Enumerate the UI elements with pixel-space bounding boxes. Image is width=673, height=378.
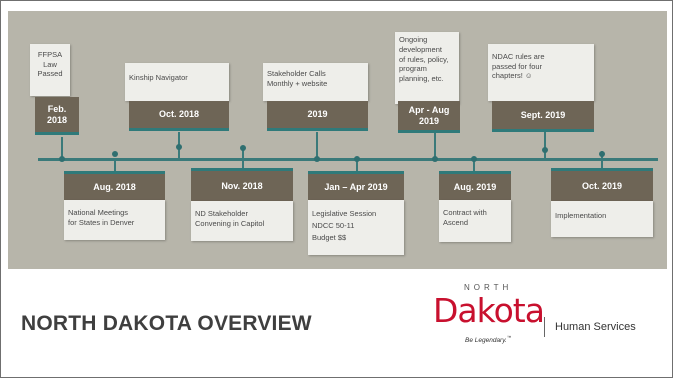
connector-aug-2019 <box>473 159 475 175</box>
milestone-date-sept-2019: Sept. 2019 <box>492 101 594 132</box>
dot-oct-2018 <box>176 144 182 150</box>
dot-aug-2018 <box>112 151 118 157</box>
milestone-note-aug-2018: National Meetings for States in Denver <box>64 200 165 240</box>
milestone-date-nov-2018: Nov. 2018 <box>191 168 293 201</box>
logo-tagline-text: Be Legendary. <box>465 337 507 345</box>
dot-nov-2018 <box>240 145 246 151</box>
dot-feb-2018 <box>59 156 65 162</box>
milestone-note-2019: Stakeholder Calls Monthly + website <box>263 63 368 101</box>
dot-2019 <box>314 156 320 162</box>
milestone-date-oct-2018: Oct. 2018 <box>129 101 229 131</box>
milestone-note-feb-2018: FFPSA Law Passed <box>30 44 70 96</box>
milestone-note-apr-aug-2019: Ongoing development of rules, policy, pr… <box>395 32 459 104</box>
dot-sept-2019 <box>542 147 548 153</box>
connector-aug-2018 <box>114 159 116 175</box>
milestone-note-oct-2018: Kinship Navigator <box>125 63 229 101</box>
slide-title: NORTH DAKOTA OVERVIEW <box>21 312 312 335</box>
timeline-axis <box>38 158 658 161</box>
milestone-note-jan-apr-2019: Legislative Session NDCC 50-11 Budget $$ <box>308 200 404 255</box>
milestone-date-oct-2019: Oct. 2019 <box>551 168 653 201</box>
logo-divider <box>544 317 545 337</box>
logo-north-text: NORTH <box>464 283 513 292</box>
milestone-note-aug-2019: Contract with Ascend <box>439 200 511 242</box>
milestone-note-nov-2018: ND Stakeholder Convening in Capitol <box>191 201 293 241</box>
logo-tagline: Be Legendary.™ <box>465 335 511 344</box>
milestone-date-apr-aug-2019: Apr - Aug 2019 <box>398 101 460 133</box>
connector-sept-2019 <box>544 132 546 159</box>
milestone-date-feb-2018: Feb. 2018 <box>35 97 79 135</box>
logo-tagline-mark: ™ <box>506 335 512 340</box>
milestone-date-2019: 2019 <box>267 101 368 131</box>
connector-2019 <box>316 132 318 159</box>
connector-oct-2019 <box>601 151 603 171</box>
connector-apr-aug-2019 <box>434 132 436 159</box>
dot-aug-2019 <box>471 156 477 162</box>
milestone-date-jan-apr-2019: Jan – Apr 2019 <box>308 171 404 200</box>
milestone-note-oct-2019: Implementation <box>551 201 653 237</box>
milestone-date-aug-2019: Aug. 2019 <box>439 171 511 200</box>
connector-jan-apr-2019 <box>356 159 358 175</box>
connector-nov-2018 <box>242 147 244 171</box>
dot-apr-aug-2019 <box>432 156 438 162</box>
dot-jan-apr-2019 <box>354 156 360 162</box>
connector-feb-2018 <box>61 137 63 159</box>
dot-oct-2019 <box>599 151 605 157</box>
timeline-panel: FFPSA Law Passed Feb. 2018 Kinship Navig… <box>8 11 667 269</box>
milestone-date-aug-2018: Aug. 2018 <box>64 171 165 200</box>
logo-dakota-wordmark: Dakota <box>433 291 545 330</box>
logo-department: Human Services <box>555 321 636 333</box>
milestone-note-sept-2019: NDAC rules are passed for four chapters!… <box>488 44 594 101</box>
